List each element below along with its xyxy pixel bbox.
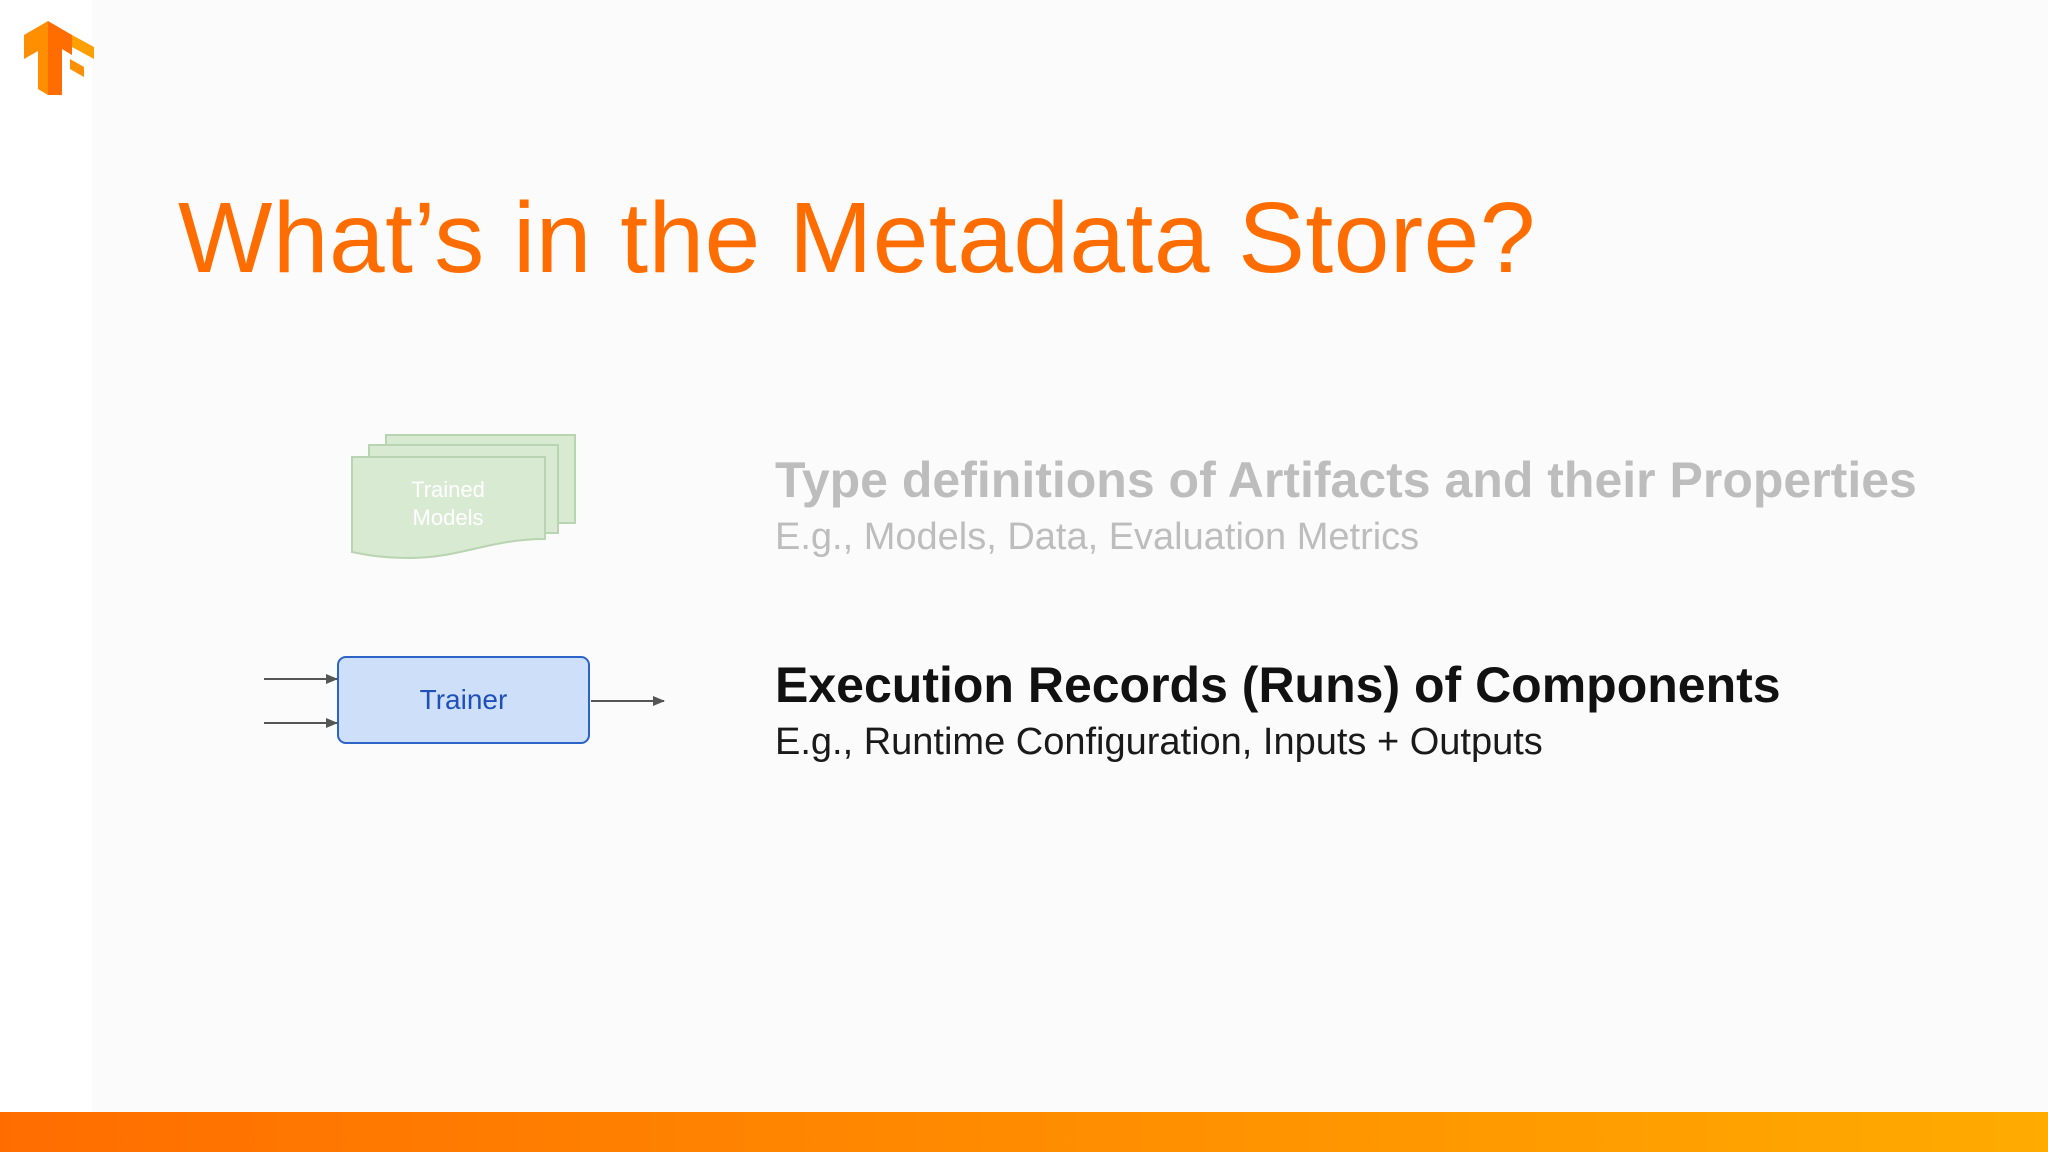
execution-records-heading: Execution Records (Runs) of Components bbox=[775, 657, 1781, 713]
execution-records-subtext: E.g., Runtime Configuration, Inputs + Ou… bbox=[775, 721, 1543, 763]
artifact-types-heading: Type definitions of Artifacts and their … bbox=[775, 452, 1917, 508]
stacked-documents-icon bbox=[351, 434, 576, 560]
tensorflow-logo-icon bbox=[24, 21, 94, 95]
bottom-accent-bar bbox=[0, 1112, 2048, 1152]
trainer-label: Trainer bbox=[419, 684, 508, 715]
artifact-types-subtext: E.g., Models, Data, Evaluation Metrics bbox=[775, 516, 1420, 558]
component-arrows bbox=[264, 674, 665, 728]
slide-title: What’s in the Metadata Store? bbox=[178, 182, 1536, 294]
artifact-diagram-label: Trained Models bbox=[352, 476, 544, 532]
trainer-component-box: Trainer bbox=[337, 656, 590, 744]
artifact-label-line-1: Trained bbox=[411, 477, 485, 502]
artifact-label-line-2: Models bbox=[412, 505, 484, 530]
